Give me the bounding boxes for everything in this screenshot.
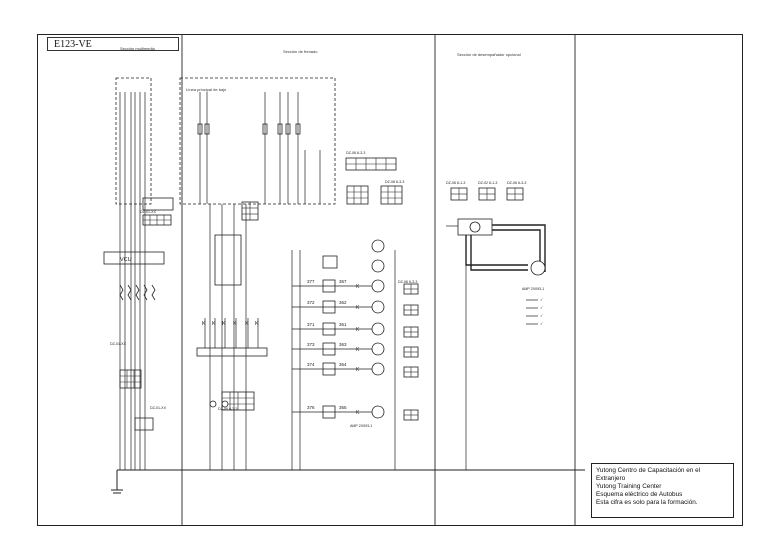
relay-symbol: K: [233, 321, 237, 327]
component-label: DZ-06 6-1-3: [446, 181, 465, 185]
component-label: DZ-01-XX: [140, 210, 157, 214]
relay-symbol: K: [356, 327, 360, 333]
component-label: DZ-06 6-3-3: [385, 180, 404, 184]
vcu-label: VCU: [120, 257, 132, 263]
connector-grid: [346, 185, 369, 205]
relay-symbol: K: [202, 321, 206, 327]
solenoid: [371, 279, 385, 293]
model-title: E123-VE: [47, 37, 179, 51]
info-line-1: Yutong Centro de Capacitación en el: [596, 467, 701, 474]
wire-number: 371: [307, 322, 315, 327]
component-label: DZ-06 6-3-3: [218, 407, 237, 411]
lamp: [209, 400, 217, 408]
component-label: DZ-01-XX: [150, 406, 167, 410]
relay-symbol: K: [356, 367, 360, 373]
solenoid: [371, 239, 385, 253]
info-line-3: Yutong Training Center: [596, 483, 662, 490]
switch-box: [322, 405, 336, 419]
switch-box: [322, 322, 336, 336]
solenoid: [371, 259, 385, 273]
check-mark: ✓: [540, 305, 543, 310]
solenoid: [371, 362, 385, 376]
heavy-wire: [470, 235, 528, 271]
resistor-symbol: [119, 284, 124, 301]
wire-number: 376: [307, 405, 315, 410]
component-label: AMP 2X093-1: [522, 287, 544, 291]
check-mark: ✓: [540, 313, 543, 318]
relay-symbol: K: [245, 321, 249, 327]
wire-number: 373: [307, 342, 315, 347]
relay-symbol: K: [212, 321, 216, 327]
component-label: DZ-06 6-3-3: [346, 151, 365, 155]
component-label: DZ-02 6-1-3: [478, 181, 497, 185]
defogger-fan: [530, 260, 546, 276]
heavy-wire: [492, 229, 541, 268]
check-mark: ✓: [540, 297, 543, 302]
connector-grid: [380, 185, 403, 205]
info-line-2: Extranjero: [596, 475, 626, 482]
switch-box: [322, 300, 336, 314]
terminal-strip: [196, 347, 268, 357]
drawing-frame: [37, 34, 743, 526]
fuse-box-left: [115, 77, 152, 205]
check-mark: ✓: [540, 321, 543, 326]
component-label: AMP 2X093-1: [350, 424, 372, 428]
solenoid: [371, 405, 385, 419]
fuse-box-middle: [179, 77, 336, 205]
connector-block: [142, 197, 174, 211]
switch-box: [322, 362, 336, 376]
section-label-middle: Sección de frenado: [283, 49, 318, 54]
switch-box: [322, 255, 338, 269]
training-info-box: Yutong Centro de Capacitación en el Extr…: [591, 463, 734, 518]
wire-number: 362: [339, 300, 347, 305]
section-label-right: Sección de desempañador opcional: [457, 52, 521, 57]
component-label: DZ-06 6-3-3: [507, 181, 526, 185]
resistor-symbol: [143, 284, 148, 301]
solenoid: [371, 342, 385, 356]
wire-number: 372: [307, 300, 315, 305]
wire-number: 377: [307, 279, 315, 284]
vcu-module: [103, 251, 165, 265]
heavy-wire: [465, 235, 528, 266]
relay-symbol: K: [356, 305, 360, 311]
info-line-5: Esta cifra es solo para la formación.: [596, 499, 698, 506]
component-label: DZ-01-XX: [110, 342, 127, 346]
wire-number: 361: [339, 322, 347, 327]
wire-number: 367: [339, 279, 347, 284]
solenoid: [371, 300, 385, 314]
relay-symbol: K: [356, 347, 360, 353]
relay-symbol: K: [356, 284, 360, 290]
component-label: DZ-06 6-3-3: [398, 280, 417, 284]
defogger-module: [457, 218, 493, 236]
info-line-4: Esquema eléctrico de Autobus: [596, 491, 683, 498]
resistor-symbol: [135, 284, 140, 301]
wire-number: 363: [339, 342, 347, 347]
relay-symbol: K: [255, 321, 259, 327]
switch-box: [322, 279, 336, 293]
heavy-wire: [492, 224, 546, 272]
wire-number: 374: [307, 362, 315, 367]
resistor-symbol: [151, 284, 156, 301]
relay-box: [134, 417, 154, 431]
wire-number: 364: [339, 362, 347, 367]
section-label-left: Sección multimedia: [120, 46, 155, 51]
lamp: [221, 400, 229, 408]
main-line-label: Línea principal de bajo: [186, 87, 227, 92]
relay-module: [214, 234, 242, 286]
connector-grid: [119, 369, 142, 389]
defogger-motor-symbol: [469, 221, 481, 233]
resistor-symbol: [127, 284, 132, 301]
wire-number: 365: [339, 405, 347, 410]
relay-symbol: K: [356, 410, 360, 416]
relay-symbol: K: [222, 321, 226, 327]
solenoid: [371, 322, 385, 336]
switch-box: [322, 342, 336, 356]
